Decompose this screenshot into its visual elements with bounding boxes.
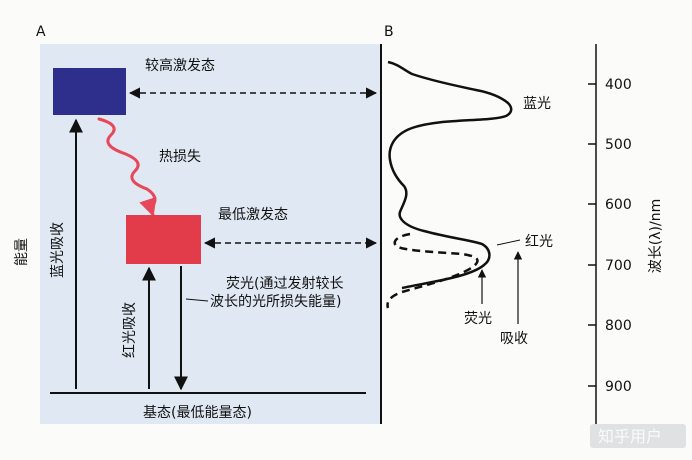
fluorescence-spectrum-label: 荧光 [464,310,492,327]
absorption-curve [387,60,513,290]
fluorescence-pointer [185,298,209,302]
absorption-spectrum-label: 吸收 [500,331,528,347]
red-light-label: 红光 [525,234,553,250]
blue-light-label: 蓝光 [523,96,551,112]
red-light-pointer [496,239,521,246]
red-absorption-label: 红光吸收 [122,302,138,358]
tick-800: 800 [605,318,632,334]
upper-state-label: 较高激发态 [145,57,215,74]
watermark: 知乎用户 [598,427,662,446]
panel-a-tag: A [36,24,46,40]
tick-700: 700 [605,258,632,274]
wavelength-axis-label: 波长(λ)/nm [648,199,664,273]
ground-state-label: 基态(最低能量态) [143,404,252,421]
wavelength-ticks [588,83,596,387]
tick-900: 900 [605,379,632,395]
heat-loss-arrow [97,117,157,217]
blue-absorption-label: 蓝光吸收 [50,222,66,278]
heat-loss-label: 热损失 [159,149,201,165]
lowest-state-label: 最低激发态 [218,206,288,223]
fluorescence-curve [386,232,479,309]
tick-600: 600 [605,197,632,213]
fluorescence-label-line1: 荧光(通过发射较长 [226,275,343,292]
tick-500: 500 [605,137,632,153]
watermark-bg [590,424,686,448]
panel-b-tag: B [384,24,394,40]
lowest-excited-state-box [126,215,201,264]
tick-400: 400 [605,77,632,93]
fluorescence-label-line2: 波长的光所损失能量) [210,294,341,310]
upper-excited-state-box [53,68,126,115]
energy-axis-label: 能量 [14,238,30,266]
